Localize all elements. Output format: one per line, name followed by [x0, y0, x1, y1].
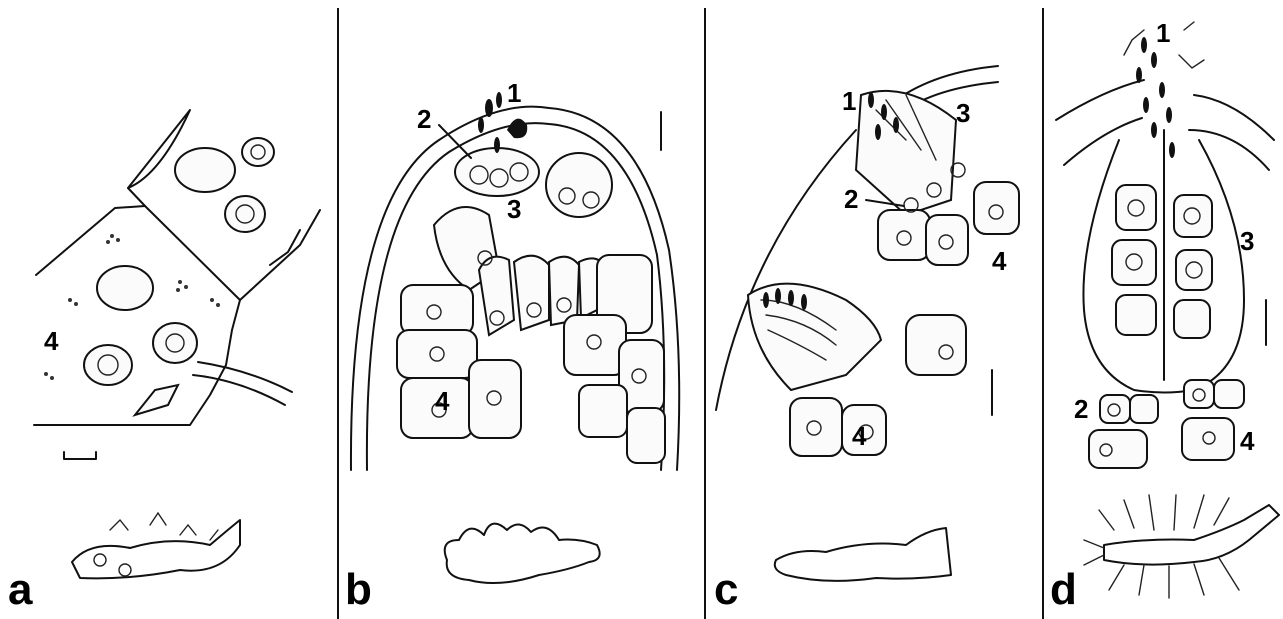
- panel-b-label-3: 3: [507, 194, 521, 224]
- panel-a-letter: a: [8, 568, 32, 612]
- panel-c-habitus: [775, 528, 951, 581]
- panel-c-label-2: 2: [844, 184, 858, 214]
- panel-b-label-2: 2: [417, 104, 431, 134]
- panel-a-label-4: 4: [44, 326, 59, 356]
- panel-d-letter: d: [1050, 568, 1077, 612]
- panel-c-label-4-upper: 4: [992, 246, 1007, 276]
- panel-c-letter: c: [714, 568, 738, 612]
- panel-a: 4 a: [0, 0, 336, 619]
- panel-a-drawing: 4: [0, 0, 336, 619]
- panel-b-label-4: 4: [435, 386, 450, 416]
- panel-d-drawing: 1 2 3 4: [1044, 0, 1283, 619]
- panel-d-chamber-cells: [1112, 185, 1212, 338]
- panel-b-letter: b: [345, 568, 372, 612]
- panel-c-label-3: 3: [956, 98, 970, 128]
- panel-d-label-2: 2: [1074, 394, 1088, 424]
- panel-b-drawing: 1 2 3 4: [339, 0, 703, 619]
- panel-d-label-4: 4: [1240, 426, 1255, 456]
- panel-a-scale-bar: [64, 452, 96, 459]
- panel-a-habitus: [72, 513, 240, 578]
- panel-c-label-4-lower: 4: [852, 421, 867, 451]
- panel-b-habitus: [445, 524, 600, 583]
- panel-b: 1 2 3 4 b: [339, 0, 703, 619]
- panel-c-label-1: 1: [842, 86, 856, 116]
- panel-d-label-1: 1: [1156, 18, 1170, 48]
- panel-d-habitus: [1084, 495, 1279, 598]
- panel-c-upper-cells: [856, 91, 1019, 265]
- panel-d: 1 2 3 4 d: [1044, 0, 1283, 619]
- panel-c-drawing: 1 2 3 4 4: [706, 0, 1040, 619]
- panel-c: 1 2 3 4 4 c: [706, 0, 1040, 619]
- panel-b-label-1: 1: [507, 78, 521, 108]
- panel-d-label-3: 3: [1240, 226, 1254, 256]
